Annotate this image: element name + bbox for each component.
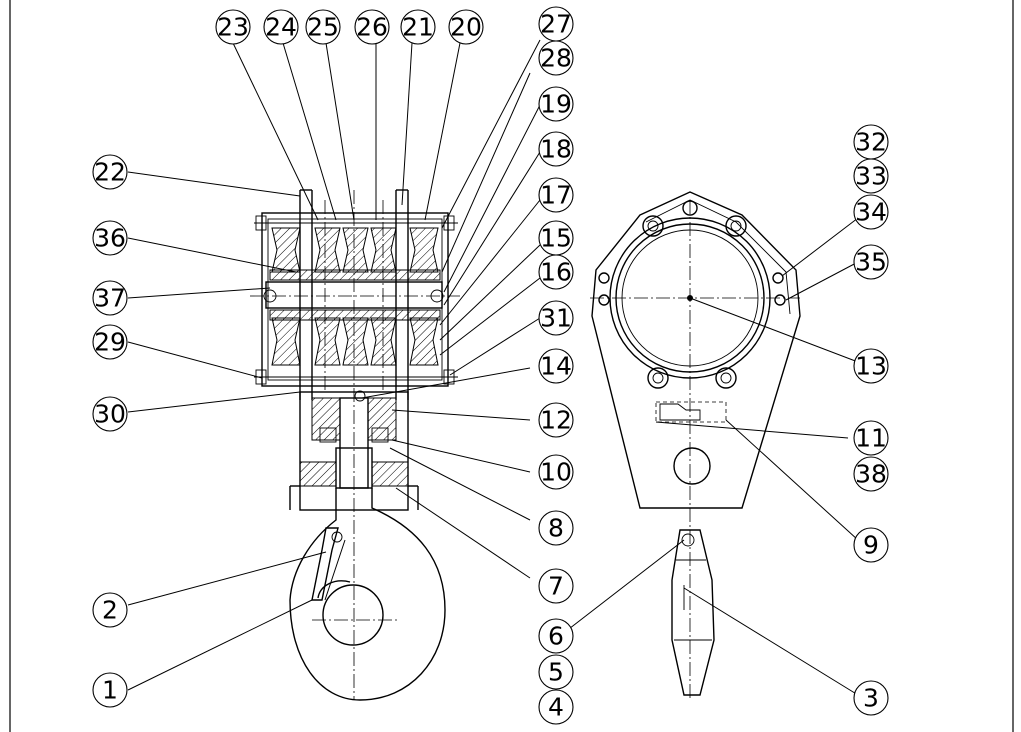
- svg-text:37: 37: [94, 284, 126, 313]
- balloon-13: 13: [853, 348, 889, 384]
- svg-text:29: 29: [94, 328, 126, 357]
- balloon-35: 35: [853, 244, 889, 280]
- svg-text:17: 17: [540, 181, 572, 210]
- balloon-30: 30: [92, 396, 128, 432]
- svg-text:24: 24: [265, 13, 297, 42]
- svg-text:26: 26: [356, 13, 388, 42]
- balloon-31: 31: [538, 300, 574, 336]
- balloon-12: 12: [538, 402, 574, 438]
- balloon-4: 4: [538, 689, 574, 725]
- svg-text:32: 32: [855, 128, 887, 157]
- balloon-2: 2: [92, 592, 128, 628]
- svg-text:23: 23: [217, 13, 249, 42]
- balloon-9: 9: [853, 527, 889, 563]
- balloon-26: 26: [354, 9, 390, 45]
- svg-text:31: 31: [540, 304, 572, 333]
- balloon-20: 20: [448, 9, 484, 45]
- balloon-7: 7: [538, 568, 574, 604]
- balloon-15: 15: [538, 220, 574, 256]
- svg-text:15: 15: [540, 224, 572, 253]
- balloon-34: 34: [853, 194, 889, 230]
- balloon-32: 32: [853, 124, 889, 160]
- svg-text:10: 10: [540, 458, 572, 487]
- svg-text:1: 1: [102, 676, 118, 705]
- svg-text:6: 6: [548, 622, 564, 651]
- balloon-36: 36: [92, 220, 128, 256]
- svg-text:35: 35: [855, 248, 887, 277]
- svg-text:2: 2: [102, 596, 118, 625]
- balloon-5: 5: [538, 654, 574, 690]
- svg-text:4: 4: [548, 693, 564, 722]
- balloon-18: 18: [538, 131, 574, 167]
- svg-text:13: 13: [855, 352, 887, 381]
- balloon-22: 22: [92, 154, 128, 190]
- balloon-24: 24: [263, 9, 299, 45]
- balloon-38: 38: [853, 456, 889, 492]
- balloon-11: 11: [853, 420, 889, 456]
- balloon-29: 29: [92, 324, 128, 360]
- balloon-1: 1: [92, 672, 128, 708]
- svg-text:11: 11: [855, 424, 887, 453]
- svg-text:30: 30: [94, 400, 126, 429]
- balloon-28: 28: [538, 40, 574, 76]
- svg-text:7: 7: [548, 572, 564, 601]
- balloon-27: 27: [538, 6, 574, 42]
- side-view: [590, 191, 801, 700]
- svg-text:5: 5: [548, 658, 564, 687]
- svg-text:22: 22: [94, 158, 126, 187]
- balloon-8: 8: [538, 510, 574, 546]
- balloon-37: 37: [92, 280, 128, 316]
- svg-text:18: 18: [540, 135, 572, 164]
- balloon-19: 19: [538, 86, 574, 122]
- drawing-frame: [9, 0, 1014, 732]
- sheave-group-lower: [271, 317, 439, 366]
- leader-lines: [127, 39, 859, 696]
- svg-text:33: 33: [855, 162, 887, 191]
- balloon-16: 16: [538, 254, 574, 290]
- balloon-17: 17: [538, 177, 574, 213]
- balloon-6: 6: [538, 618, 574, 654]
- svg-text:36: 36: [94, 224, 126, 253]
- svg-text:20: 20: [450, 13, 482, 42]
- svg-text:9: 9: [863, 531, 879, 560]
- svg-text:28: 28: [540, 44, 572, 73]
- balloon-21: 21: [400, 9, 436, 45]
- svg-text:21: 21: [402, 13, 434, 42]
- svg-text:25: 25: [307, 13, 339, 42]
- svg-text:3: 3: [863, 684, 879, 713]
- svg-text:16: 16: [540, 258, 572, 287]
- svg-text:14: 14: [540, 352, 572, 381]
- hook-side: [671, 529, 715, 696]
- svg-text:34: 34: [855, 198, 887, 227]
- balloon-23: 23: [215, 9, 251, 45]
- svg-text:38: 38: [855, 460, 887, 489]
- hook: [289, 488, 446, 701]
- svg-text:8: 8: [548, 514, 564, 543]
- svg-text:19: 19: [540, 90, 572, 119]
- svg-text:27: 27: [540, 10, 572, 39]
- balloon-25: 25: [305, 9, 341, 45]
- sheave-group-upper: [271, 227, 439, 273]
- front-view: [250, 189, 460, 701]
- balloon-33: 33: [853, 158, 889, 194]
- balloon-3: 3: [853, 680, 889, 716]
- svg-text:12: 12: [540, 406, 572, 435]
- balloon-10: 10: [538, 454, 574, 490]
- balloon-14: 14: [538, 348, 574, 384]
